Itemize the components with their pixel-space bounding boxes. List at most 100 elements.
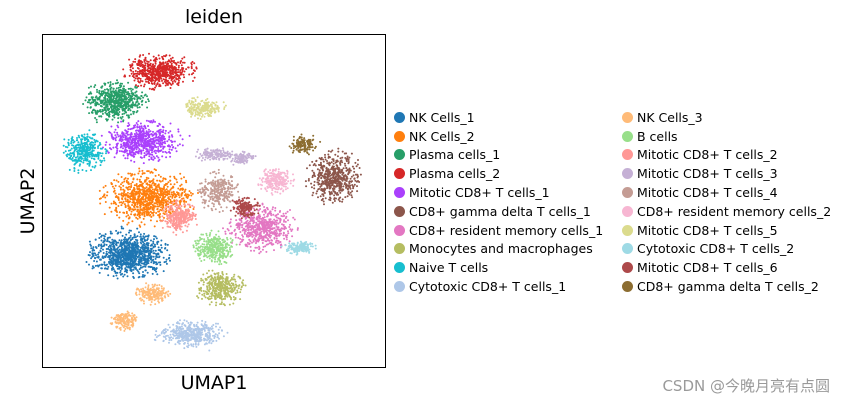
data-point xyxy=(156,188,159,191)
data-point xyxy=(158,179,161,182)
data-point xyxy=(254,232,257,235)
data-point xyxy=(339,196,342,199)
data-point xyxy=(331,167,333,170)
data-point xyxy=(111,90,114,93)
data-point xyxy=(129,251,131,254)
data-point xyxy=(164,129,167,132)
data-point xyxy=(125,200,128,203)
data-point xyxy=(170,148,173,151)
data-point xyxy=(98,189,101,192)
data-point xyxy=(152,192,155,195)
data-point xyxy=(113,179,116,182)
data-point xyxy=(120,245,123,248)
data-point xyxy=(151,153,154,156)
data-point xyxy=(145,190,148,193)
data-point xyxy=(140,175,142,178)
data-point xyxy=(128,231,130,234)
data-point xyxy=(132,272,135,275)
data-point xyxy=(174,74,177,77)
data-point xyxy=(166,60,169,63)
data-point xyxy=(151,199,154,202)
data-point xyxy=(152,178,155,181)
data-point xyxy=(96,97,99,100)
data-point xyxy=(114,134,117,137)
data-point xyxy=(256,239,259,242)
data-point xyxy=(115,179,118,182)
data-point xyxy=(146,65,149,68)
data-point xyxy=(331,165,334,168)
data-point xyxy=(156,65,159,68)
data-point xyxy=(121,113,124,116)
data-point xyxy=(168,136,171,139)
data-point xyxy=(283,214,286,217)
data-point xyxy=(134,208,137,211)
data-point xyxy=(142,217,145,220)
data-point xyxy=(336,192,339,194)
data-point xyxy=(270,221,273,224)
data-point xyxy=(119,260,122,263)
data-point xyxy=(140,135,143,138)
data-point xyxy=(252,219,255,222)
data-point xyxy=(95,254,97,257)
data-point xyxy=(171,196,174,199)
data-point xyxy=(146,137,149,140)
data-point xyxy=(141,69,144,72)
data-point xyxy=(143,248,146,251)
data-point xyxy=(134,124,137,127)
data-point xyxy=(145,133,148,136)
data-point xyxy=(193,76,196,79)
data-point xyxy=(131,154,134,157)
data-point xyxy=(241,223,244,226)
scatter-points xyxy=(62,52,362,352)
data-point xyxy=(168,65,171,68)
data-point xyxy=(111,264,114,267)
data-point xyxy=(125,105,128,108)
data-point xyxy=(112,200,115,203)
data-point xyxy=(270,214,273,217)
data-point xyxy=(348,193,351,196)
data-point xyxy=(139,72,142,75)
data-point xyxy=(176,83,179,85)
data-point xyxy=(112,257,115,260)
data-point xyxy=(134,242,136,245)
data-point xyxy=(171,135,174,138)
data-point xyxy=(104,233,107,236)
data-point xyxy=(111,98,114,101)
data-point xyxy=(168,256,171,259)
data-point xyxy=(145,130,148,133)
data-point xyxy=(284,217,287,220)
data-point xyxy=(181,138,184,141)
data-point xyxy=(162,195,165,198)
data-point xyxy=(326,181,329,184)
data-point xyxy=(144,200,147,202)
data-point xyxy=(274,241,277,244)
data-point xyxy=(315,160,318,163)
data-point xyxy=(132,198,134,201)
data-point xyxy=(100,234,103,237)
data-point xyxy=(154,149,157,152)
data-point xyxy=(85,96,88,99)
data-point xyxy=(117,109,120,111)
data-point xyxy=(341,200,344,203)
data-point xyxy=(274,233,277,236)
data-point xyxy=(118,265,121,268)
data-point xyxy=(249,245,252,248)
data-point xyxy=(158,80,161,83)
data-point xyxy=(123,211,126,214)
data-point xyxy=(307,179,310,182)
data-point xyxy=(268,239,271,242)
data-point xyxy=(287,230,289,233)
data-point xyxy=(133,261,136,264)
data-point xyxy=(333,198,336,201)
data-point xyxy=(127,81,130,84)
data-point xyxy=(344,157,347,159)
data-point xyxy=(112,83,114,85)
data-point xyxy=(335,180,338,183)
data-point xyxy=(177,187,180,190)
data-point xyxy=(353,170,356,173)
data-point xyxy=(115,241,118,244)
data-point xyxy=(110,257,113,260)
data-point xyxy=(170,75,173,78)
data-point xyxy=(105,93,107,96)
data-point xyxy=(158,210,161,213)
